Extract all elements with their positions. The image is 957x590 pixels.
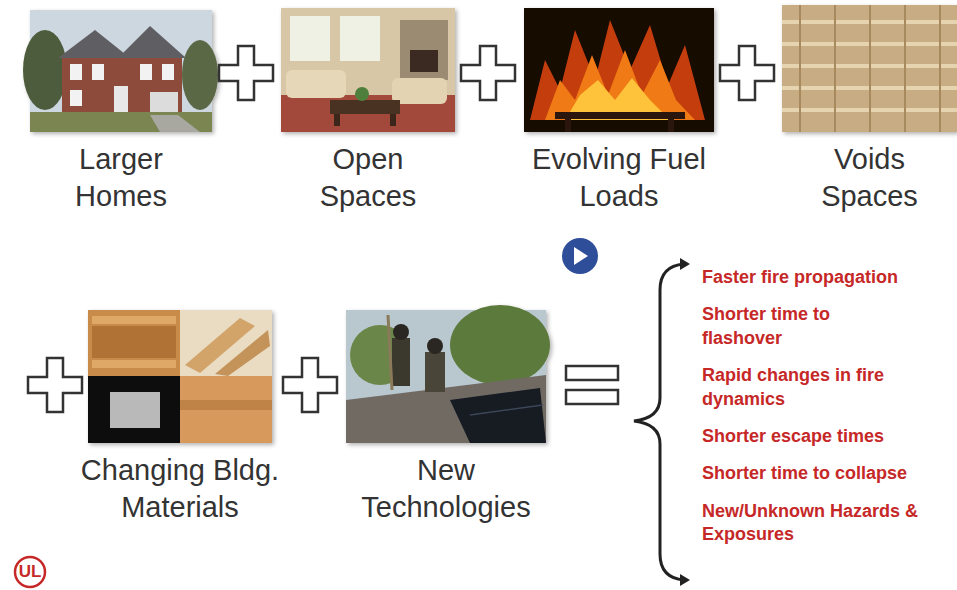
photo-panel: New Technologies <box>346 310 546 443</box>
photo-caption: Larger Homes <box>56 141 186 215</box>
plus-sign <box>28 358 82 412</box>
plus-sign <box>720 46 774 100</box>
solar-roof-photo <box>346 305 550 443</box>
materials-photo <box>88 310 272 443</box>
living-room-photo <box>281 8 455 132</box>
outcome-text: Faster fire propagation <box>702 266 947 289</box>
logo-ring <box>15 557 45 587</box>
plus-sign <box>461 46 515 100</box>
photo-panel: Evolving Fuel Loads <box>524 8 714 132</box>
equals-sign <box>566 366 618 404</box>
photo-caption: New Technologies <box>349 452 544 526</box>
photo-caption: Evolving Fuel Loads <box>532 141 707 215</box>
photo-caption: Voids Spaces <box>792 141 947 215</box>
photo-caption: Changing Bldg. Materials <box>63 452 298 526</box>
outcome-text: New/Unknown Hazards & Exposures <box>702 500 952 547</box>
photo-caption: Open Spaces <box>298 141 438 215</box>
curly-brace <box>634 258 690 586</box>
logo-text: UL <box>16 558 44 586</box>
fire-photo <box>524 8 714 132</box>
photo-panel: Larger Homes <box>30 10 212 132</box>
photo-panel: Open Spaces <box>281 8 455 132</box>
house-photo <box>23 10 218 132</box>
outcome-text: Shorter time to collapse <box>702 462 947 485</box>
photo-panel: Voids Spaces <box>782 5 957 132</box>
photo-panel: Changing Bldg. Materials <box>88 310 272 443</box>
plus-sign <box>219 46 273 100</box>
play-button <box>562 238 598 274</box>
void-space-photo <box>782 5 957 132</box>
outcome-text: Shorter escape times <box>702 425 947 448</box>
outcome-text: Shorter time to flashover <box>702 303 852 350</box>
plus-sign <box>283 358 337 412</box>
outcome-text: Rapid changes in fire dynamics <box>702 364 927 411</box>
